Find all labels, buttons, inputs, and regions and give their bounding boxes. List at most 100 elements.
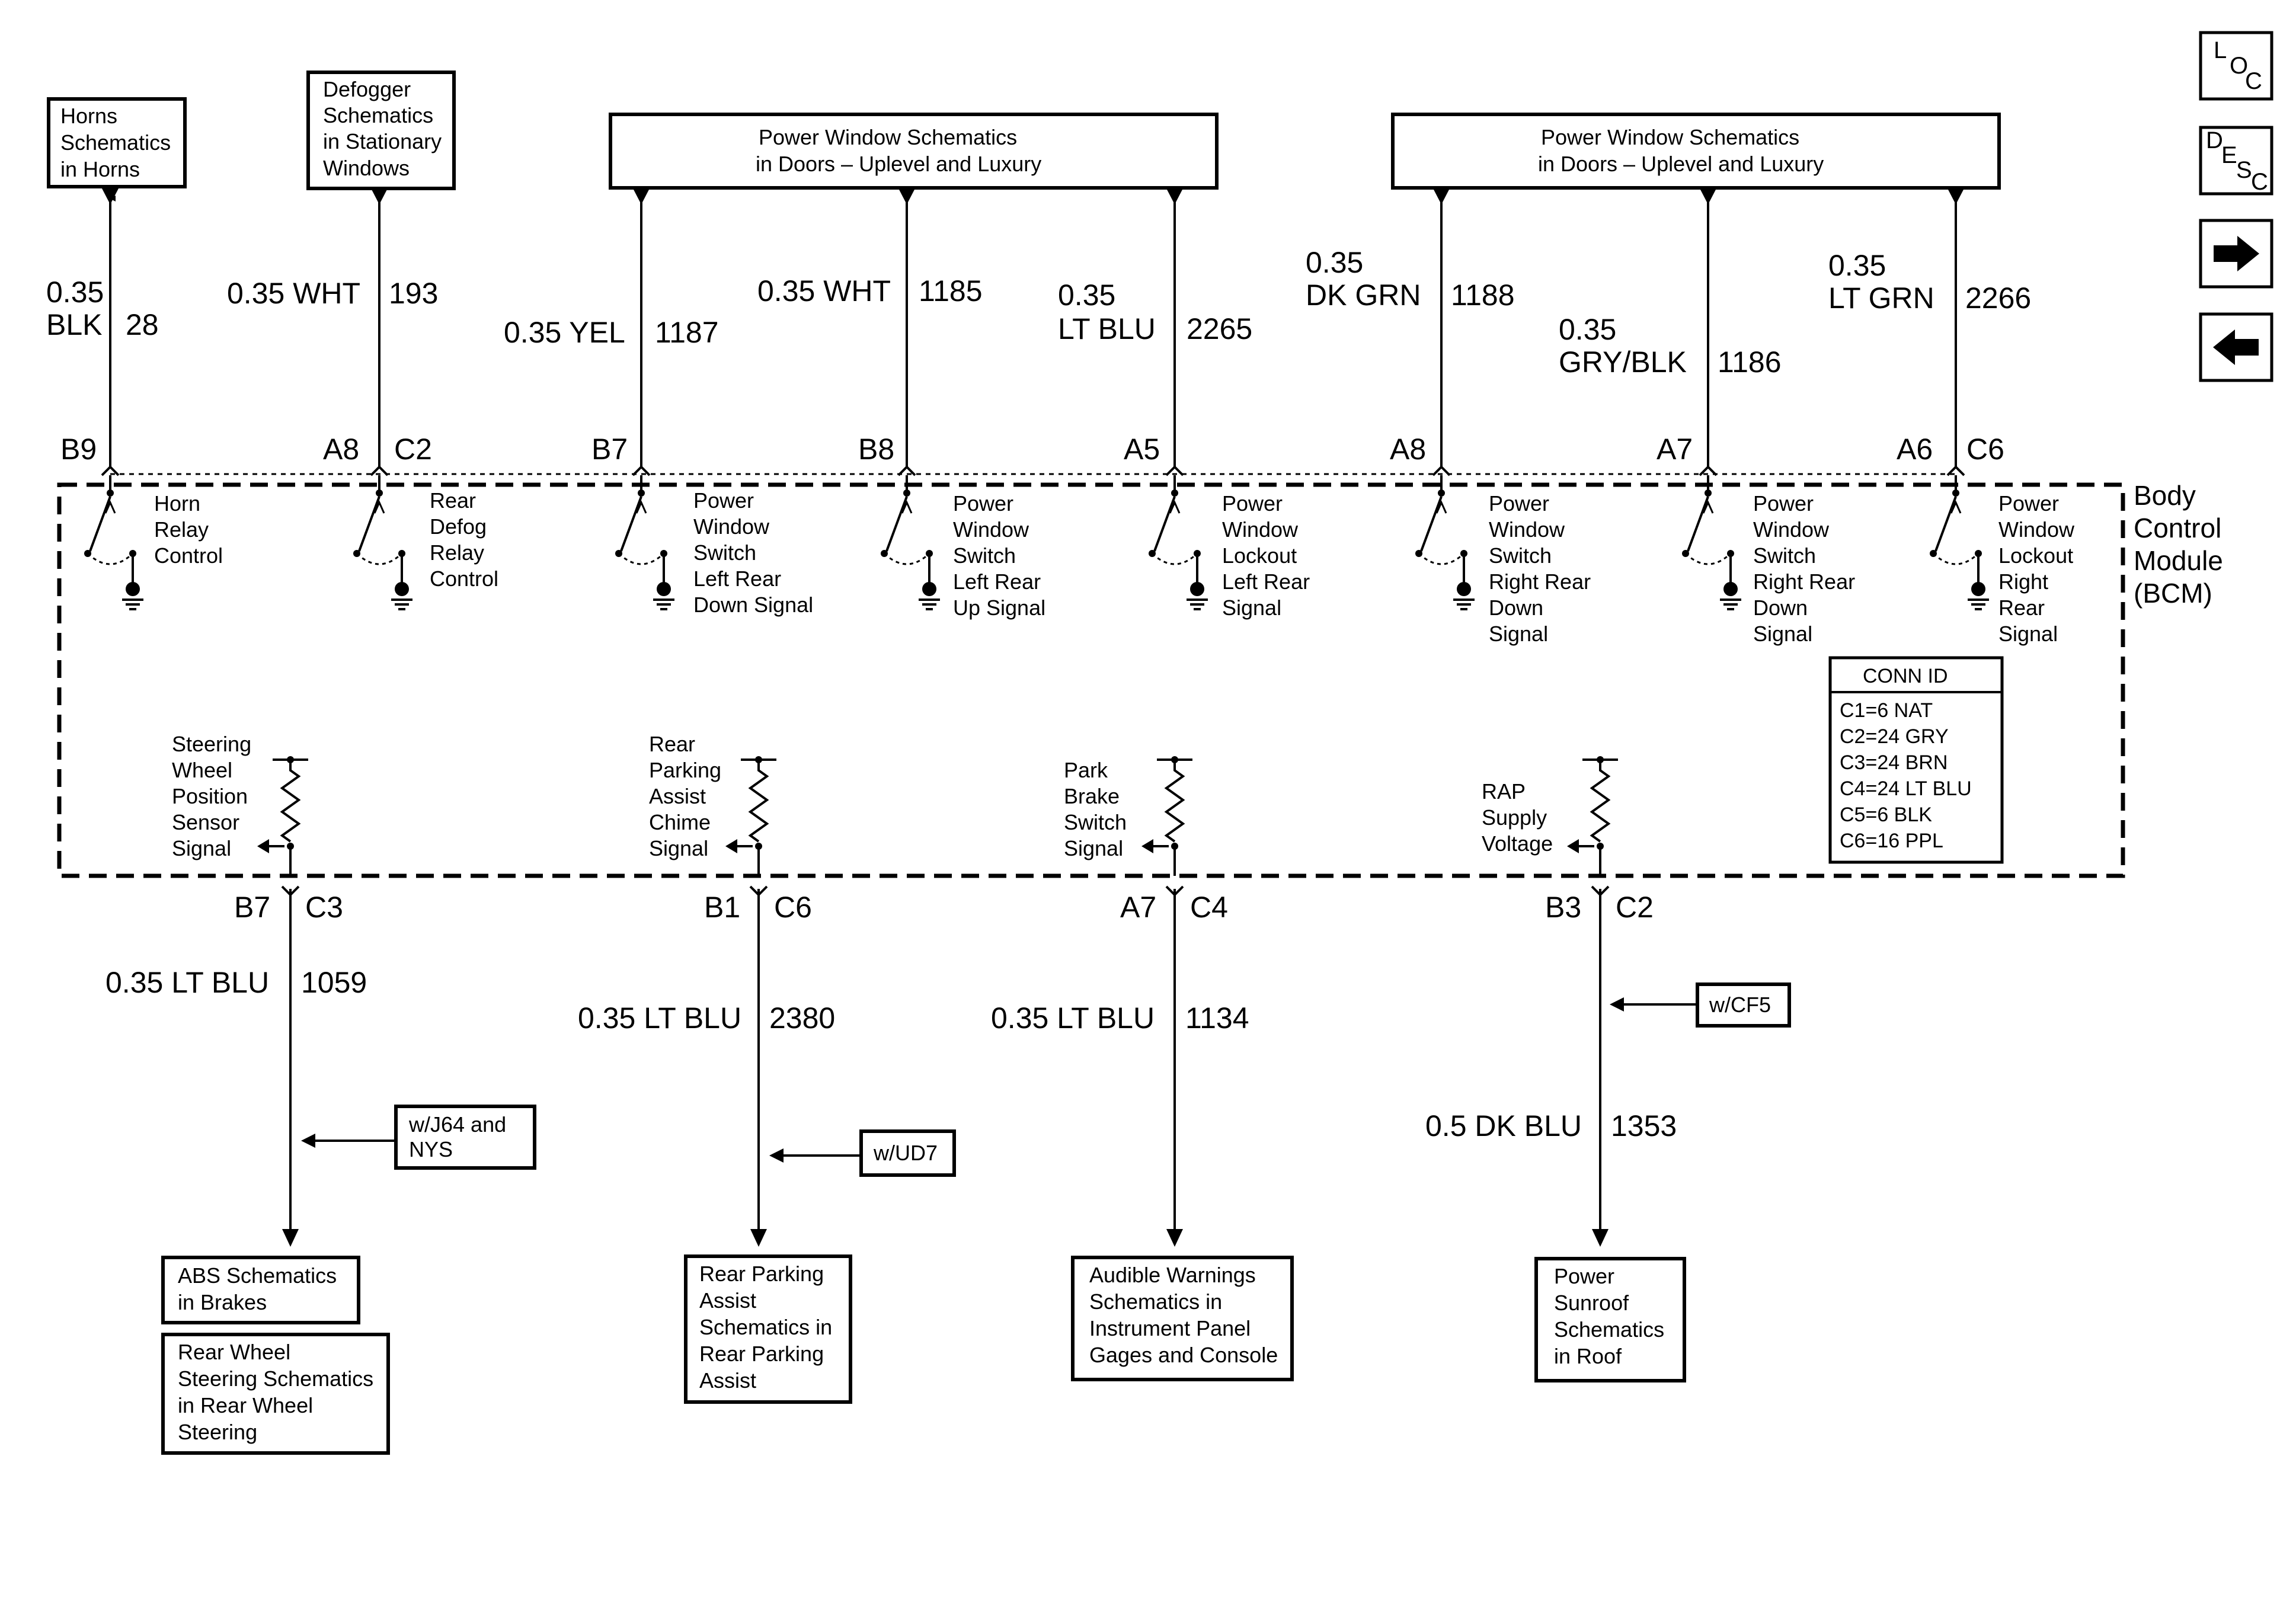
switch-label-line: Rear	[430, 488, 476, 513]
switch-label-line: Right Rear	[1489, 569, 1591, 594]
pin-label: A8	[1390, 433, 1426, 466]
conn-label: C6	[774, 891, 812, 924]
wire-circuit: 1185	[919, 274, 983, 308]
desc-button[interactable]: D E S C	[2199, 126, 2273, 196]
box-line: Power Window Schematics	[759, 125, 1017, 149]
input-label-line: Position	[172, 784, 248, 808]
pin-label: B7	[234, 891, 270, 924]
wire-circuit: 1187	[655, 316, 719, 349]
conn-label: C2	[1616, 891, 1654, 924]
switch-label-line: Power	[693, 488, 754, 513]
wire-color: GRY/BLK	[1559, 345, 1687, 379]
switch-labels: Horn Relay Control Rear Defog Relay Cont…	[154, 488, 2075, 646]
switch-label-line: Window	[1753, 517, 1830, 542]
wire-circuit: 2266	[1965, 281, 2031, 315]
switch-label-line: Power	[1753, 491, 1814, 516]
input-labels: Steering Wheel Position Sensor Signal Re…	[172, 732, 1553, 860]
top-box-power-window-right: Power Window Schematics in Doors – Uplev…	[1391, 113, 2001, 190]
box-line: in Brakes	[178, 1290, 267, 1314]
input-label-line: Signal	[172, 836, 231, 860]
switch-to-ground-symbol	[1682, 475, 1741, 610]
loc-letter: L	[2214, 37, 2227, 63]
top-connector-chevrons	[101, 465, 1965, 476]
switch-label-line: Left Rear	[1222, 569, 1310, 594]
input-label-line: Park	[1064, 758, 1108, 782]
switch-label-line: Signal	[1489, 622, 1548, 646]
conn-id-row: C1=6 NAT	[1840, 699, 1933, 722]
top-wires	[102, 188, 1964, 468]
top-pin-labels: B9 A8 C2 B7 B8 A5 A8 A7 A6 C6	[60, 433, 2004, 466]
wire-size: 0.35	[46, 276, 104, 309]
switch-to-ground-symbol	[1415, 475, 1475, 610]
pin-label: A7	[1120, 891, 1156, 924]
loc-button[interactable]: L O C	[2199, 31, 2273, 101]
box-line: ABS Schematics	[178, 1263, 337, 1288]
bottom-wires	[282, 889, 1609, 1247]
option-line: w/CF5	[1709, 993, 1771, 1017]
desc-letter: C	[2251, 169, 2268, 195]
bottom-connector-chevrons	[281, 885, 1610, 897]
conn-id-row: C4=24 LT BLU	[1840, 777, 1972, 800]
switch-label-line: Control	[154, 543, 223, 568]
wire-size-color: 0.35 WHT	[227, 277, 360, 310]
left-arrow-icon	[2213, 329, 2259, 365]
switch-to-ground-symbol	[353, 475, 412, 610]
option-line: NYS	[409, 1137, 453, 1161]
bottom-pin-labels: B7 C3 B1 C6 A7 C4 B3 C2	[234, 891, 1654, 924]
switch-label-line: Signal	[1753, 622, 1812, 646]
box-line: Rear Parking	[699, 1262, 824, 1286]
switch-label-line: Lockout	[1998, 543, 2073, 568]
wire-circuit: 1059	[301, 966, 367, 999]
box-line: Gages and Console	[1089, 1343, 1278, 1367]
bcm-label-line: (BCM)	[2134, 578, 2212, 609]
input-label-line: Parking	[649, 758, 721, 782]
wire-size-color: 0.35 LT BLU	[991, 1001, 1155, 1035]
box-line: Sunroof	[1554, 1291, 1629, 1315]
pin-label: B3	[1545, 891, 1581, 924]
conn-label: C4	[1190, 891, 1228, 924]
input-label-line: Voltage	[1482, 831, 1553, 856]
box-line: Assist	[699, 1368, 756, 1393]
conn-id-table: CONN ID C1=6 NAT C2=24 GRY C3=24 BRN C4=…	[1828, 656, 2004, 864]
conn-id-row: C2=24 GRY	[1840, 725, 1949, 748]
option-line: w/J64 and	[408, 1112, 506, 1137]
prev-button[interactable]	[2199, 312, 2273, 382]
option-ud7: w/UD7	[769, 1129, 956, 1177]
input-label-line: Supply	[1482, 805, 1547, 830]
switch-label-line: Horn	[154, 491, 200, 516]
switch-label-line: Power	[953, 491, 1013, 516]
switch-to-ground-symbol	[881, 475, 940, 610]
wire-circuit: 1188	[1451, 279, 1515, 312]
switch-label-line: Signal	[1222, 596, 1281, 620]
box-line: in Doors – Uplevel and Luxury	[756, 152, 1041, 176]
bcm-label-line: Body	[2134, 480, 2196, 511]
next-button[interactable]	[2199, 219, 2273, 289]
box-line: Steering Schematics	[178, 1366, 373, 1391]
input-label-line: Signal	[649, 836, 708, 860]
pin-label: B8	[858, 433, 894, 466]
box-line: Schematics in	[699, 1315, 832, 1339]
wire-color: BLK	[46, 308, 103, 341]
desc-letter: E	[2221, 142, 2237, 168]
switch-label-line: Defog	[430, 514, 487, 539]
wire-circuit: 193	[389, 277, 438, 310]
input-label-line: Steering	[172, 732, 251, 756]
wire-size-color: 0.35 LT BLU	[578, 1001, 741, 1035]
pin-label: B9	[60, 433, 97, 466]
box-line: Instrument Panel	[1089, 1316, 1251, 1340]
box-line: Schematics	[1554, 1317, 1664, 1342]
box-line: Rear Wheel	[178, 1340, 290, 1364]
switch-label-line: Down	[1489, 596, 1543, 620]
switch-to-ground-symbol	[84, 475, 143, 610]
wire-size: 0.35	[1828, 249, 1886, 282]
switch-label-line: Left Rear	[693, 567, 781, 591]
box-line: in Doors – Uplevel and Luxury	[1538, 152, 1824, 176]
switch-label-line: Switch	[1489, 543, 1552, 568]
switch-label-line: Relay	[430, 540, 484, 565]
wire-circuit: 2265	[1187, 312, 1252, 345]
pin-label: A8	[323, 433, 359, 466]
switch-label-line: Window	[953, 517, 1029, 542]
wire-color: LT GRN	[1828, 281, 1934, 315]
box-line: in Rear Wheel	[178, 1393, 313, 1417]
